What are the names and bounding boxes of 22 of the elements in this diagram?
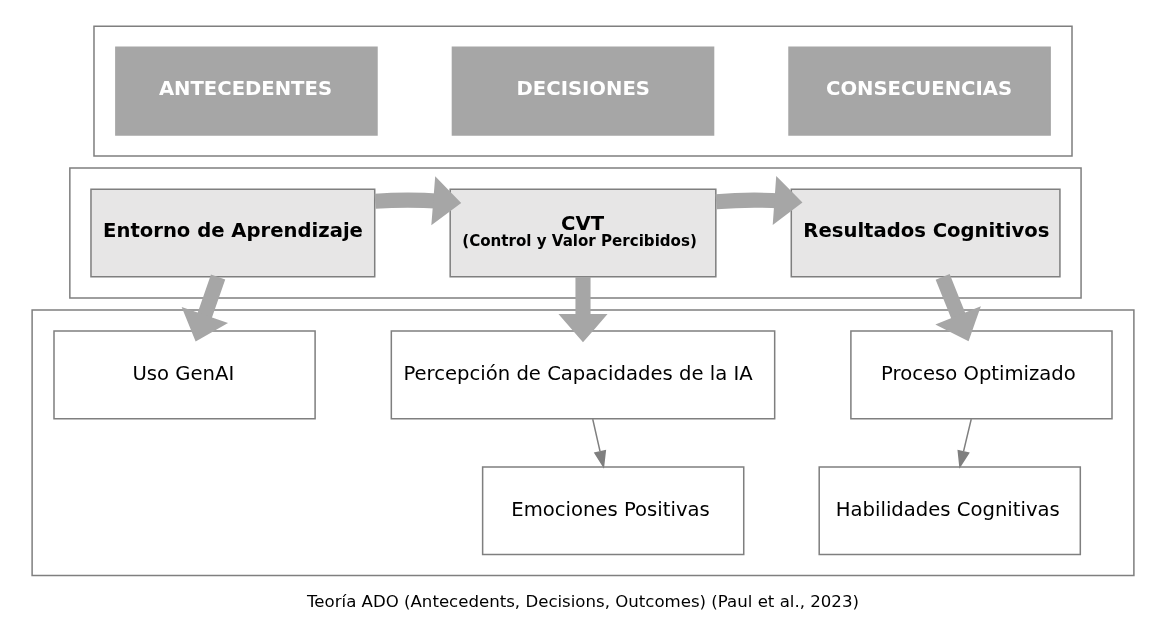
arrow (957, 418, 972, 469)
arrow (591, 418, 607, 469)
arrow (935, 274, 981, 342)
arrow (374, 176, 462, 226)
cluster (93, 25, 1073, 157)
node-box: Percepción de Capacidades de la IA (390, 330, 776, 420)
arrow (558, 276, 608, 343)
node-box: Uso GenAI (53, 330, 316, 420)
node-box: Emociones Positivas (481, 466, 745, 556)
node-box: Habilidades Cognitivas (818, 466, 1082, 556)
arrow (181, 274, 228, 342)
node-box: Resultados Cognitivos (790, 188, 1061, 278)
cluster (69, 167, 1082, 299)
arrow (715, 175, 803, 225)
node-box: DECISIONES (451, 46, 715, 136)
node-box: CVT (Control y Valor Percibidos) (449, 188, 717, 278)
cluster (31, 309, 1135, 577)
node-box: Proceso Optimizado (850, 330, 1113, 420)
caption: Teoría ADO (Antecedents, Decisions, Outcomes) (Paul et al., 2023) (307, 591, 859, 611)
node-box: Entorno de Aprendizaje (90, 188, 376, 278)
node-box: ANTECEDENTES (115, 46, 378, 136)
node-box: CONSECUENCIAS (788, 46, 1051, 136)
